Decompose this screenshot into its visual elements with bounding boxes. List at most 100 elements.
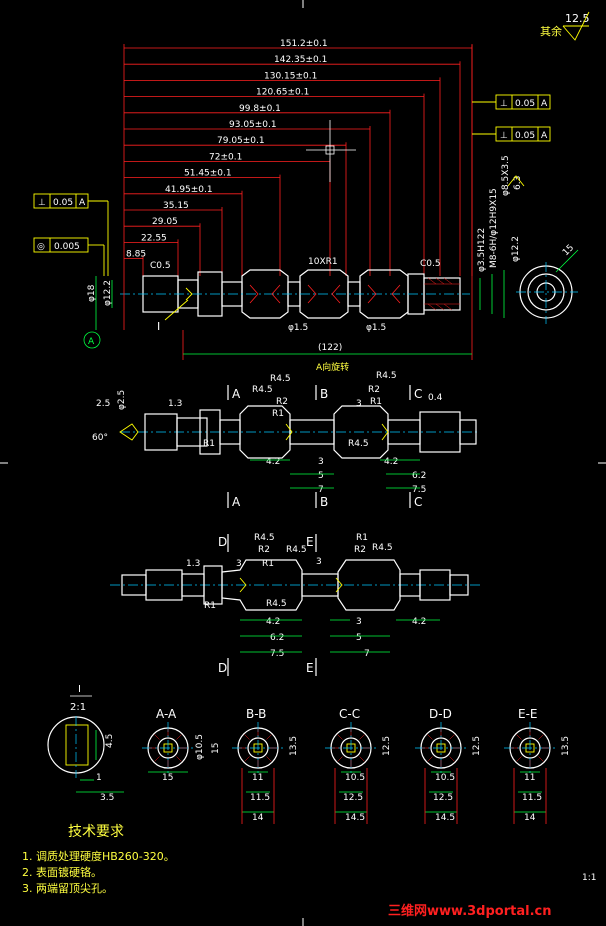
- section-title-0: A-A: [156, 707, 177, 721]
- end-view: 15: [516, 243, 579, 324]
- dim-phi15-a: φ1.5: [288, 323, 308, 333]
- sec-dim-1-1: 13.5: [289, 736, 299, 756]
- dim-horizontal-6: 79.05±0.1: [217, 136, 265, 146]
- v2-dim-16: 3: [318, 457, 324, 467]
- roughness-label: 其余: [540, 24, 562, 38]
- tol2-symbol: ⊥: [500, 131, 508, 141]
- datum-a: A: [88, 337, 95, 347]
- v3-label-E-bottom: E: [306, 661, 314, 675]
- sec-dim-4-2: 11.5: [522, 793, 542, 803]
- dim-phi15-b: φ1.5: [366, 323, 386, 333]
- v2-label-C-bottom: C: [414, 495, 422, 509]
- v2-dim-3: 60°: [92, 433, 108, 443]
- v2-dim-12: 3: [356, 399, 362, 409]
- v2-label-A-top: A: [232, 387, 241, 401]
- requirement-2: 2. 表面镀硬铬。: [22, 865, 102, 879]
- technical-requirements: 技术要求 1. 调质处理硬度HB260-320。 2. 表面镀硬铬。 3. 两端…: [22, 824, 175, 895]
- v2-dim-1: φ2.5: [117, 390, 127, 410]
- sec-dim-2-3: 14.5: [345, 813, 365, 823]
- extension-lines: [123, 44, 473, 360]
- tol2-value: 0.05: [515, 131, 535, 141]
- v2-dim-20: 6.2: [412, 471, 426, 481]
- v3-dim-3: R2: [258, 545, 270, 555]
- v3-dim-11: 3: [316, 557, 322, 567]
- sec-dim-0-0: φ10.5: [195, 734, 205, 760]
- view-note: A向旋转: [316, 361, 349, 373]
- requirements-title: 技术要求: [68, 824, 124, 840]
- requirement-3: 3. 两端留顶尖孔。: [22, 882, 113, 895]
- sec-dim-3-2: 12.5: [433, 793, 453, 803]
- v2-dim-11: R1: [370, 397, 382, 407]
- dim-phi122-right: φ12.2: [511, 236, 521, 262]
- section-d-d: D-D10.512.512.514.5: [415, 707, 482, 824]
- dim-horizontal-7: 72±0.1: [209, 152, 242, 162]
- v2-dim-0: 2.5: [96, 399, 110, 409]
- dim-horizontal-11: 29.05: [152, 217, 178, 227]
- tol2-datum: A: [541, 131, 548, 141]
- section-title-2: C-C: [339, 707, 360, 721]
- v3-dim-18: 4.2: [412, 617, 426, 627]
- v3-dim-13: 6.2: [270, 633, 284, 643]
- v2-label-A-bottom: A: [232, 495, 241, 509]
- sec-dim-0-1: 15: [211, 743, 221, 754]
- v2-dim-6: R4.5: [270, 374, 291, 384]
- tolerance-frame-4: ◎ 0.005: [33, 237, 105, 276]
- tol3-symbol: ⊥: [38, 198, 46, 208]
- v3-dim-4: R1: [262, 559, 274, 569]
- v2-dim-15: 4.2: [266, 457, 280, 467]
- v2-dim-14: R4.5: [376, 371, 397, 381]
- sec-dim-2-2: 12.5: [343, 793, 363, 803]
- v2-label-C-top: C: [414, 387, 422, 401]
- v3-dim-12: 4.2: [266, 617, 280, 627]
- tol4-value: 0.005: [54, 242, 80, 252]
- dim-horizontal-10: 35.15: [163, 201, 189, 211]
- dim-horizontal-5: 93.05±0.1: [229, 120, 277, 130]
- v3-dim-10: 3: [236, 559, 242, 569]
- detail-view: I 2:1 4.5 1 3.5: [47, 684, 124, 803]
- roughness-symbol: 其余 12.5: [540, 11, 590, 41]
- dim-c05-left: C0.5: [150, 261, 171, 271]
- requirement-1: 1. 调质处理硬度HB260-320。: [22, 849, 175, 863]
- tolerance-frame-3: ⊥ 0.05 A: [33, 193, 109, 276]
- tolerance-frame-2: ⊥ 0.05 A: [472, 126, 551, 142]
- detail-dim-45: 4.5: [105, 734, 115, 748]
- section-c-c: C-C10.512.512.514.5: [325, 707, 392, 824]
- v3-dim-1: R1: [204, 601, 216, 611]
- detail-dim-1: 1: [96, 773, 102, 783]
- dim-phi122-left: φ12.2: [103, 280, 113, 306]
- sec-dim-4-3: 14: [524, 813, 536, 823]
- main-view: 151.2±0.1142.35±0.1130.15±0.1120.65±0.19…: [33, 39, 579, 373]
- dim-phi35: φ3.5H122: [477, 228, 487, 272]
- sec-dim-1-0: 11: [252, 773, 263, 783]
- dim-15: 15: [561, 243, 576, 258]
- sec-dim-2-1: 12.5: [382, 736, 392, 756]
- dim-horizontal-0: 151.2±0.1: [280, 39, 328, 49]
- dim-horizontal-4: 99.8±0.1: [239, 104, 281, 114]
- tol3-value: 0.05: [53, 198, 73, 208]
- v2-label-B-top: B: [320, 387, 328, 401]
- v3-dim-14: 7.5: [270, 649, 284, 659]
- tolerance-frame-1: ⊥ 0.05 A: [472, 94, 551, 110]
- sec-dim-3-1: 12.5: [472, 736, 482, 756]
- v3-dim-0: 1.3: [186, 559, 200, 569]
- drawing-scale: 1:1: [582, 873, 596, 883]
- v2-dim-5: R4.5: [252, 385, 273, 395]
- v3-dim-7: R2: [354, 545, 366, 555]
- section-title-3: D-D: [429, 707, 452, 721]
- shaft-outline: [120, 269, 470, 319]
- dim-horizontal-1: 142.35±0.1: [274, 55, 327, 65]
- v2-dim-13: 0.4: [428, 393, 443, 403]
- dim-m8: M8-6H/φ12H9X15: [489, 188, 499, 268]
- dim-horizontal-9: 41.95±0.1: [165, 185, 213, 195]
- sec-dim-4-0: 11: [524, 773, 535, 783]
- dim-horizontal-3: 120.65±0.1: [256, 88, 309, 98]
- dim-63: 6.3: [513, 176, 523, 190]
- v2-dim-7: R2: [276, 397, 288, 407]
- dim-horizontal-12: 22.55: [141, 233, 167, 243]
- dim-10xr1: 10XR1: [308, 257, 338, 267]
